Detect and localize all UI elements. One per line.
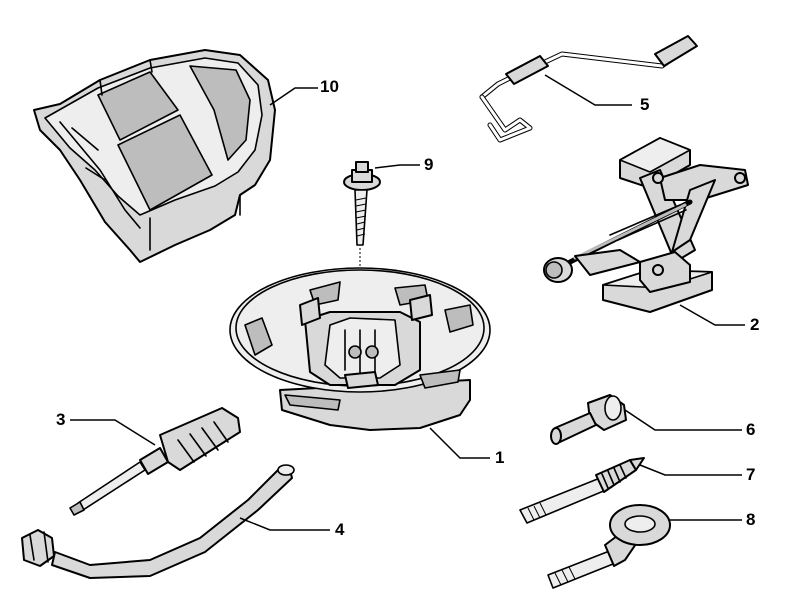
callout-2: 2 <box>750 315 759 334</box>
part-3-screwdriver <box>69 407 241 516</box>
leader-4 <box>239 517 330 531</box>
callout-labels: 10 5 9 2 1 3 4 6 7 8 <box>56 77 759 539</box>
part-2-scissor-jack <box>543 137 749 313</box>
part-6-adapter <box>550 394 627 445</box>
leader-lines <box>70 74 745 531</box>
callout-8: 8 <box>746 510 755 529</box>
callout-7: 7 <box>746 465 755 484</box>
callout-10: 10 <box>320 77 339 96</box>
leader-10 <box>269 87 318 106</box>
leader-7 <box>639 464 742 476</box>
callout-9: 9 <box>424 155 433 174</box>
leader-1 <box>429 427 490 459</box>
callout-3: 3 <box>56 410 65 429</box>
leader-6 <box>624 409 742 431</box>
part-4-wheel-wrench <box>21 464 295 579</box>
leader-9 <box>374 164 420 169</box>
leader-5 <box>544 74 632 106</box>
part-1-wheel-holder <box>229 267 491 431</box>
part-8-eye-bolt <box>547 504 671 589</box>
callout-5: 5 <box>640 95 649 114</box>
callout-1: 1 <box>495 448 504 467</box>
part-5-crank-handle <box>479 35 698 143</box>
callout-4: 4 <box>335 520 345 539</box>
part-7-threaded-pin <box>519 457 645 524</box>
leader-3 <box>70 419 156 446</box>
leader-2 <box>679 304 745 326</box>
part-10-tray <box>33 49 276 263</box>
callout-6: 6 <box>746 420 755 439</box>
